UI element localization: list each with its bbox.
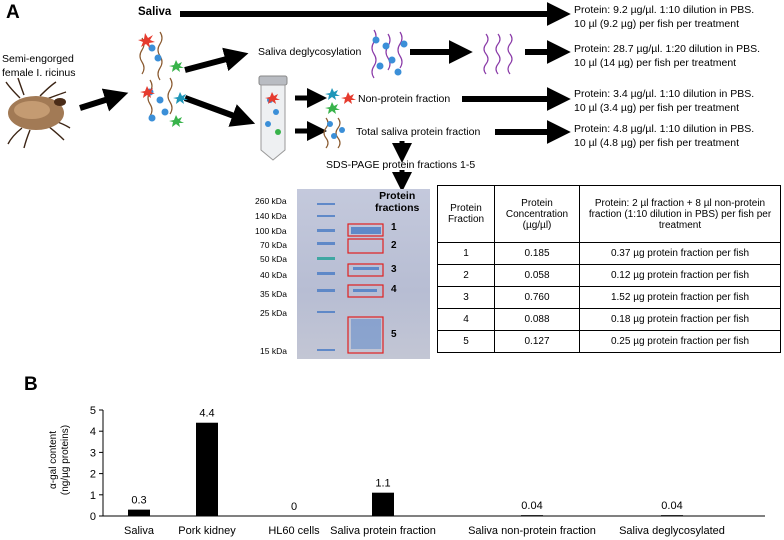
y-tick-label: 0 [90, 511, 96, 523]
deglyco-molecules [371, 29, 513, 79]
ladder-label: 50 kDa [260, 254, 287, 264]
table-cell: 1 [437, 242, 495, 265]
data-label: 0 [291, 501, 297, 513]
tick-illustration [5, 77, 71, 149]
table-cell: 0.25 µg protein fraction per fish [579, 330, 781, 353]
table-header: Protein Fraction [437, 185, 495, 243]
ladder-label: 70 kDa [260, 240, 287, 250]
y-tick-label: 4 [90, 426, 96, 438]
data-label: 1.1 [375, 478, 390, 490]
result-saliva: Protein: 9.2 µg/µl. 1:10 dilution in PBS… [574, 4, 755, 30]
fraction-number-3: 3 [391, 264, 397, 275]
y-tick-label: 3 [90, 447, 96, 459]
table-cell: 0.12 µg protein fraction per fish [579, 264, 781, 287]
panel-b-label: B [24, 374, 38, 395]
sdspage-label: SDS-PAGE protein fractions 1-5 [326, 159, 476, 171]
data-label: 0.04 [521, 500, 542, 512]
gel-bands [317, 203, 384, 354]
table-cell: 0.185 [494, 242, 580, 265]
arrow-tick [79, 88, 129, 112]
y-tick-label: 1 [90, 490, 96, 502]
table-cell: 0.058 [494, 264, 580, 287]
ladder-label: 260 kDa [255, 196, 287, 206]
tick-label-line2: female I. ricinus [2, 67, 76, 79]
table-cell: 4 [437, 308, 495, 331]
ladder-label: 100 kDa [255, 226, 287, 236]
table-row: 1 0.185 0.37 µg protein fraction per fis… [437, 242, 781, 265]
table-row: 5 0.127 0.25 µg protein fraction per fis… [437, 330, 781, 353]
total-protein-label: Total saliva protein fraction [356, 126, 481, 138]
panel-a-label: A [6, 2, 20, 23]
table-header: Protein Concentration (µg/µl) [494, 185, 580, 243]
table-cell: 1.52 µg protein fraction per fish [579, 286, 781, 309]
deglyco-label: Saliva deglycosylation [258, 46, 362, 58]
y-tick-label: 5 [90, 405, 96, 417]
x-tick-label: Saliva deglycosylated [619, 525, 725, 537]
bar [128, 509, 150, 516]
table-header: Protein: 2 µl fraction + 8 µl non-protei… [579, 185, 781, 243]
bar [196, 422, 218, 516]
ladder-label: 40 kDa [260, 270, 287, 280]
fraction-number-5: 5 [391, 329, 397, 340]
nonprotein-molecules [325, 88, 356, 114]
table-cell: 0.18 µg protein fraction per fish [579, 308, 781, 331]
table-row: 2 0.058 0.12 µg protein fraction per fis… [437, 264, 781, 287]
bar [661, 515, 683, 516]
table-cell: 0.088 [494, 308, 580, 331]
table-cell: 0.760 [494, 286, 580, 309]
ladder-label: 140 kDa [255, 211, 287, 221]
table-header-row: Protein Fraction Protein Concentration (… [437, 185, 781, 243]
protein-molecules [323, 117, 345, 149]
panel-a-diagram [5, 2, 571, 192]
nonprotein-label: Non-protein fraction [358, 93, 451, 105]
x-tick-label: Saliva [124, 525, 155, 537]
bar [521, 515, 543, 516]
result-nonprotein: Protein: 3.4 µg/µl. 1:10 dilution in PBS… [574, 88, 755, 114]
table-cell: 0.127 [494, 330, 580, 353]
ladder-label: 25 kDa [260, 308, 287, 318]
table-cell: 0.37 µg protein fraction per fish [579, 242, 781, 265]
tube-illustration [258, 75, 288, 161]
fraction-number-2: 2 [391, 240, 397, 251]
data-label: 4.4 [199, 408, 214, 420]
x-tick-label: Pork kidney [178, 525, 236, 537]
protein-fraction-table: Protein Fraction Protein Concentration (… [437, 185, 781, 353]
result-total-protein: Protein: 4.8 µg/µl. 1:10 dilution in PBS… [574, 123, 755, 149]
y-tick-label: 2 [90, 469, 96, 481]
data-label: 0.3 [131, 495, 146, 507]
data-label: 0.04 [661, 500, 682, 512]
ladder-label: 15 kDa [260, 346, 287, 356]
arrow-to-tube [183, 95, 256, 127]
tick-label-line1: Semi-engorged [2, 53, 74, 65]
bar [372, 492, 394, 516]
x-tick-label: HL60 cells [268, 525, 320, 537]
table-cell: 3 [437, 286, 495, 309]
x-tick-label: Saliva protein fraction [330, 525, 436, 537]
arrow-to-deglyco [184, 47, 249, 73]
saliva-molecules [138, 31, 188, 127]
ladder-label: 35 kDa [260, 289, 287, 299]
result-deglyco: Protein: 28.7 µg/µl. 1:20 dilution in PB… [574, 43, 761, 69]
saliva-title: Saliva [138, 6, 172, 18]
table-row: 4 0.088 0.18 µg protein fraction per fis… [437, 308, 781, 331]
fraction-number-4: 4 [391, 284, 397, 295]
fraction-number-1: 1 [391, 222, 397, 233]
table-cell: 5 [437, 330, 495, 353]
table-row: 3 0.760 1.52 µg protein fraction per fis… [437, 286, 781, 309]
table-cell: 2 [437, 264, 495, 287]
x-tick-label: Saliva non-protein fraction [468, 525, 596, 537]
